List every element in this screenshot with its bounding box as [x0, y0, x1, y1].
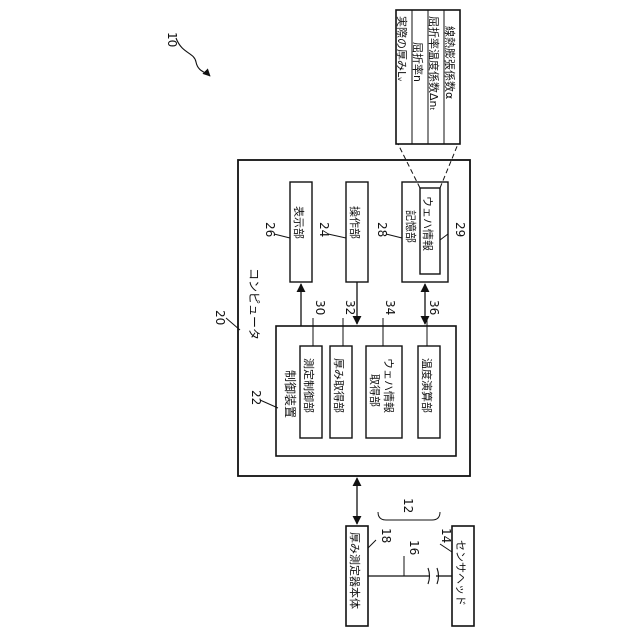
ref-body: 18	[379, 528, 393, 543]
ref-thickness-acq: 32	[343, 300, 357, 315]
wafer-info-label: ウェハ情報	[421, 196, 434, 251]
computer-label: コンピュータ	[247, 268, 261, 340]
ref-cable: 12	[401, 498, 415, 513]
ref-wafer-acq: 34	[383, 300, 397, 315]
table-cell-refractive-index: 屈折率n	[411, 42, 425, 82]
ref-wafer-info: 29	[453, 222, 467, 237]
controller-label: 制御装置	[283, 370, 298, 418]
sensor-label: センサヘッド	[454, 540, 467, 606]
body-label: 厚み測定器本体	[348, 532, 362, 609]
storage-label: 記憶部	[404, 210, 418, 243]
thickness-acq-label: 厚み取得部	[332, 358, 346, 413]
table-cell-refractive-temp-coeff: 屈折率温度係数Δnₜ	[427, 16, 441, 111]
display-label: 表示部	[292, 206, 306, 239]
ref-storage: 28	[375, 222, 389, 237]
ref-measure-control: 30	[313, 300, 327, 315]
ref-temp-calc: 36	[427, 300, 441, 315]
table-cell-actual-thickness: 実際の厚みLᵥ	[395, 16, 409, 82]
measure-control-label: 測定制御部	[302, 358, 316, 413]
ref-sensor: 14	[439, 528, 453, 543]
ref-fiber: 16	[407, 540, 421, 555]
ref-operation: 24	[317, 222, 331, 237]
ref-controller: 22	[249, 390, 263, 405]
wafer-acq-label-2: 取得部	[368, 374, 382, 407]
ref-display: 26	[263, 222, 277, 237]
ref-computer: 20	[213, 310, 227, 325]
ref-wafer-info-leader	[440, 234, 448, 240]
temp-calc-label: 温度演算部	[420, 358, 434, 413]
ref-system-leader	[176, 38, 210, 76]
wafer-acq-label-1: ウェハ情報	[382, 358, 395, 413]
ref-sensor-leader	[440, 544, 452, 552]
table-cell-thermal-expansion: 線熱膨張係数α	[443, 26, 457, 99]
operation-label: 操作部	[348, 206, 362, 239]
ref-body-leader	[368, 540, 376, 548]
